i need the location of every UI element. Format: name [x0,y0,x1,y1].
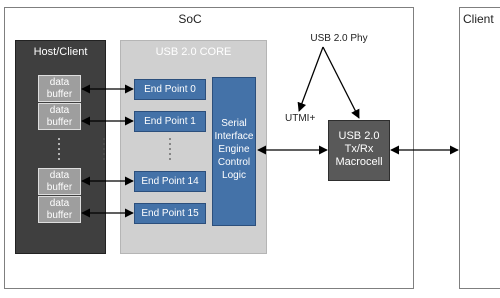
data-buffer-3: data buffer [38,196,81,223]
endpoint-0: End Point 0 [134,79,206,100]
host-client-title: Host/Client [33,46,88,58]
client-title: Client [463,12,494,26]
endpoint-15: End Point 15 [134,203,206,224]
sie-label-line1: Serial [221,118,247,129]
macrocell-label-line2: Tx/Rx [344,143,374,155]
endpoint-14: End Point 14 [134,171,206,192]
macrocell-label-line3: Macrocell [335,156,383,168]
sie-label-line2: Interface [214,131,254,142]
sie-label-line4: Control [217,157,251,168]
data-buffer-label-line2: buffer [46,182,73,193]
sie-label-line5: Logic [222,170,246,181]
data-buffer-0: data buffer [38,75,81,102]
client-frame [459,7,500,289]
data-buffer-label-line1: data [49,170,70,181]
data-buffer-label-line2: buffer [46,89,73,100]
macrocell-label-line1: USB 2.0 [338,130,380,142]
phy-callout-utmi [297,46,324,112]
serial-interface-engine: Serial Interface Engine Control Logic [212,77,256,226]
phy-callout-macrocell [322,46,360,119]
data-buffer-label-line1: data [49,198,70,209]
soc-title: SoC [178,12,202,26]
usb-phy-label: USB 2.0 Phy [310,33,368,44]
sie-label-line3: Engine [218,144,250,155]
data-buffer-1: data buffer [38,103,81,130]
utmi-label: UTMI+ [285,113,316,124]
usb-core-title: USB 2.0 CORE [155,46,232,58]
data-buffer-label-line1: data [49,77,70,88]
data-buffer-2: data buffer [38,168,81,195]
usb-macrocell: USB 2.0 Tx/Rx Macrocell [328,120,390,181]
data-buffer-label-line2: buffer [46,210,73,221]
endpoint-1: End Point 1 [134,111,206,132]
data-buffer-label-line1: data [49,105,70,116]
data-buffer-label-line2: buffer [46,117,73,128]
